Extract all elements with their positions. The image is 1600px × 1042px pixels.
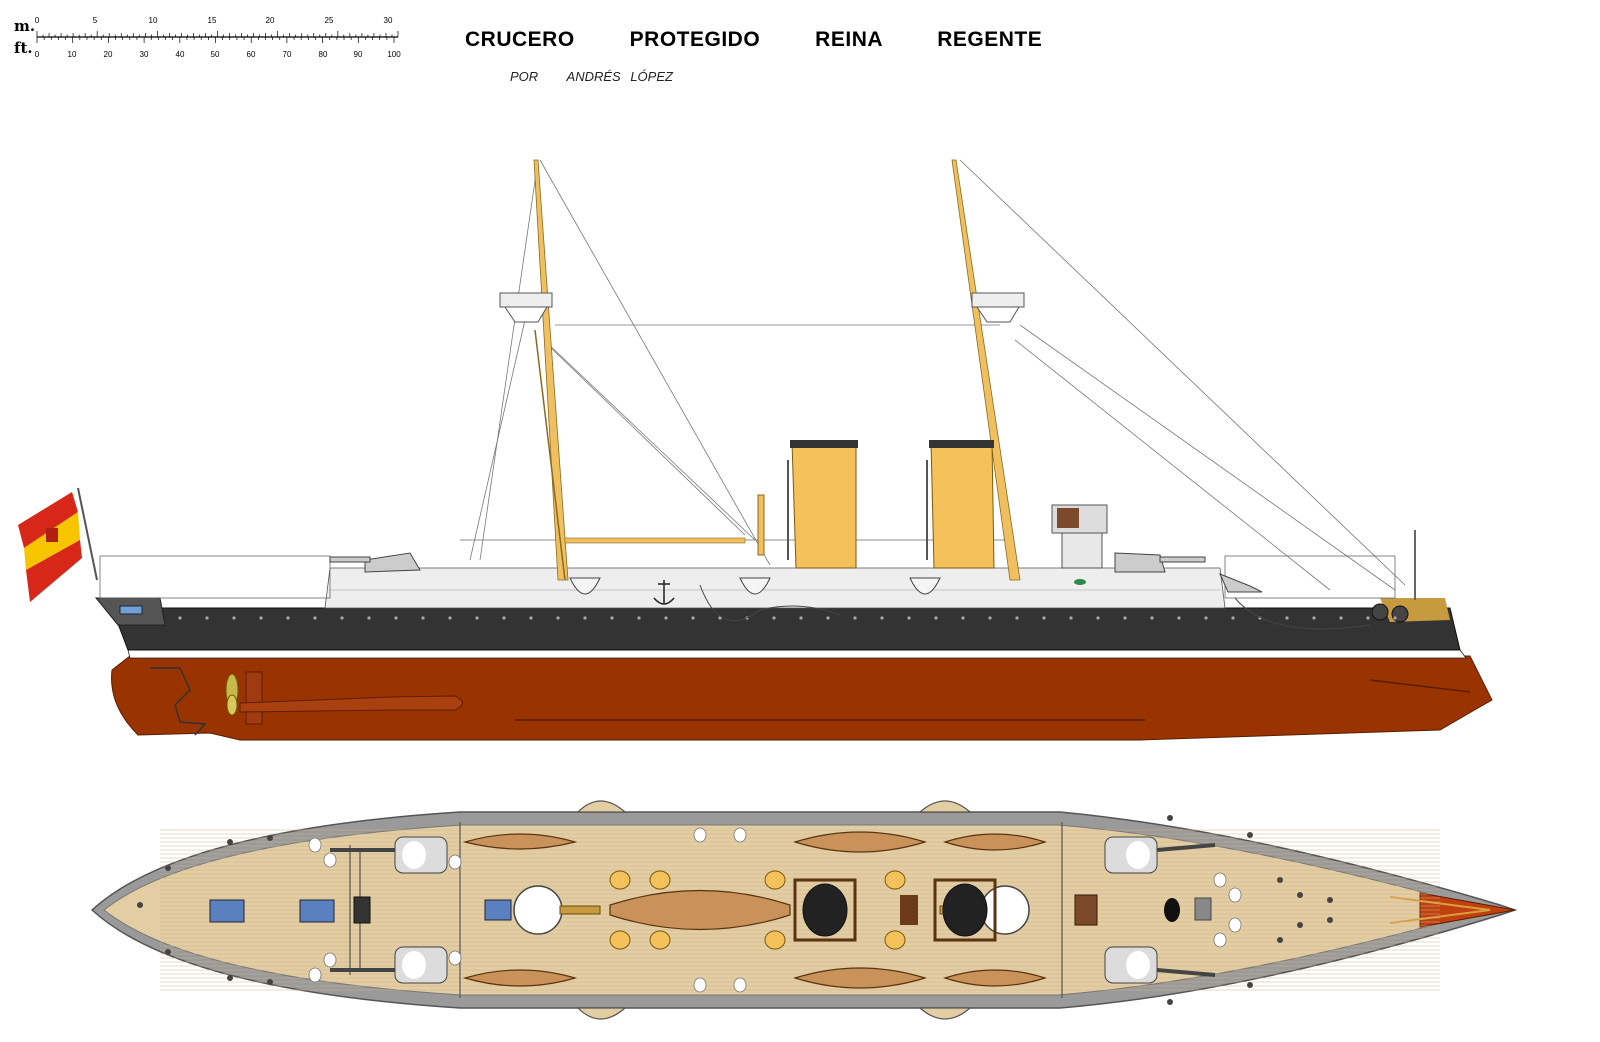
deck-divisions [349, 822, 1063, 998]
main-mast [951, 159, 1025, 581]
metric-tick-label: 30 [383, 16, 393, 25]
imperial-tick-label: 60 [246, 50, 256, 59]
plan-bridge-deck [1074, 894, 1098, 926]
portholes [178, 616, 1397, 620]
plan-hull-outer [90, 811, 1518, 1009]
imperial-tick-label: 0 [34, 50, 40, 59]
imperial-tick-label: 80 [318, 50, 328, 59]
plan-funnels [793, 878, 997, 942]
metric-tick-label: 25 [324, 16, 334, 25]
imperial-tick-label: 50 [210, 50, 220, 59]
hull-lower [111, 655, 1493, 741]
plan-ventilators [609, 870, 906, 950]
imperial-tick-label: 40 [175, 50, 185, 59]
funnels [787, 440, 995, 569]
propeller-rudder [150, 667, 463, 736]
imperial-tick-label: 10 [67, 50, 77, 59]
rigging [469, 159, 1406, 591]
anchor-icon [653, 580, 675, 605]
imperial-tick-label: 30 [139, 50, 149, 59]
metric-tick-label: 0 [34, 16, 40, 25]
metric-tick-label: 10 [148, 16, 158, 25]
railings [99, 539, 1396, 599]
imperial-tick-label: 20 [103, 50, 113, 59]
imperial-tick-label: 90 [353, 50, 363, 59]
hull-upper [111, 607, 1461, 651]
plan-deck [103, 824, 1481, 996]
plan-hatch [900, 895, 918, 925]
imperial-tick-label: 100 [387, 50, 401, 59]
metric-unit-label: m. [14, 17, 36, 35]
drawing-title: CRUCERO PROTEGIDO REINA REGENTE [465, 28, 1043, 51]
superstructure [324, 567, 1226, 609]
plan-skylights [209, 899, 512, 923]
plan-sponsons [576, 800, 972, 1020]
metric-tick-label: 20 [265, 16, 275, 25]
fore-mast [499, 159, 746, 581]
imperial-tick-label: 70 [282, 50, 292, 59]
gun-sponsons [569, 577, 941, 595]
metric-tick-label: 5 [92, 16, 98, 25]
plan-boats [462, 831, 1047, 989]
author-credit: POR ANDRÉS LÓPEZ [510, 69, 673, 84]
deck-guns [329, 552, 1263, 593]
plan-gun-houses [330, 836, 1216, 984]
plan-main-turrets [513, 885, 1030, 935]
scale-ruler [36, 31, 399, 43]
metric-tick-label: 15 [207, 16, 217, 25]
spanish-flag [18, 487, 98, 602]
bridge [1051, 504, 1108, 534]
imperial-unit-label: ft. [14, 39, 33, 57]
